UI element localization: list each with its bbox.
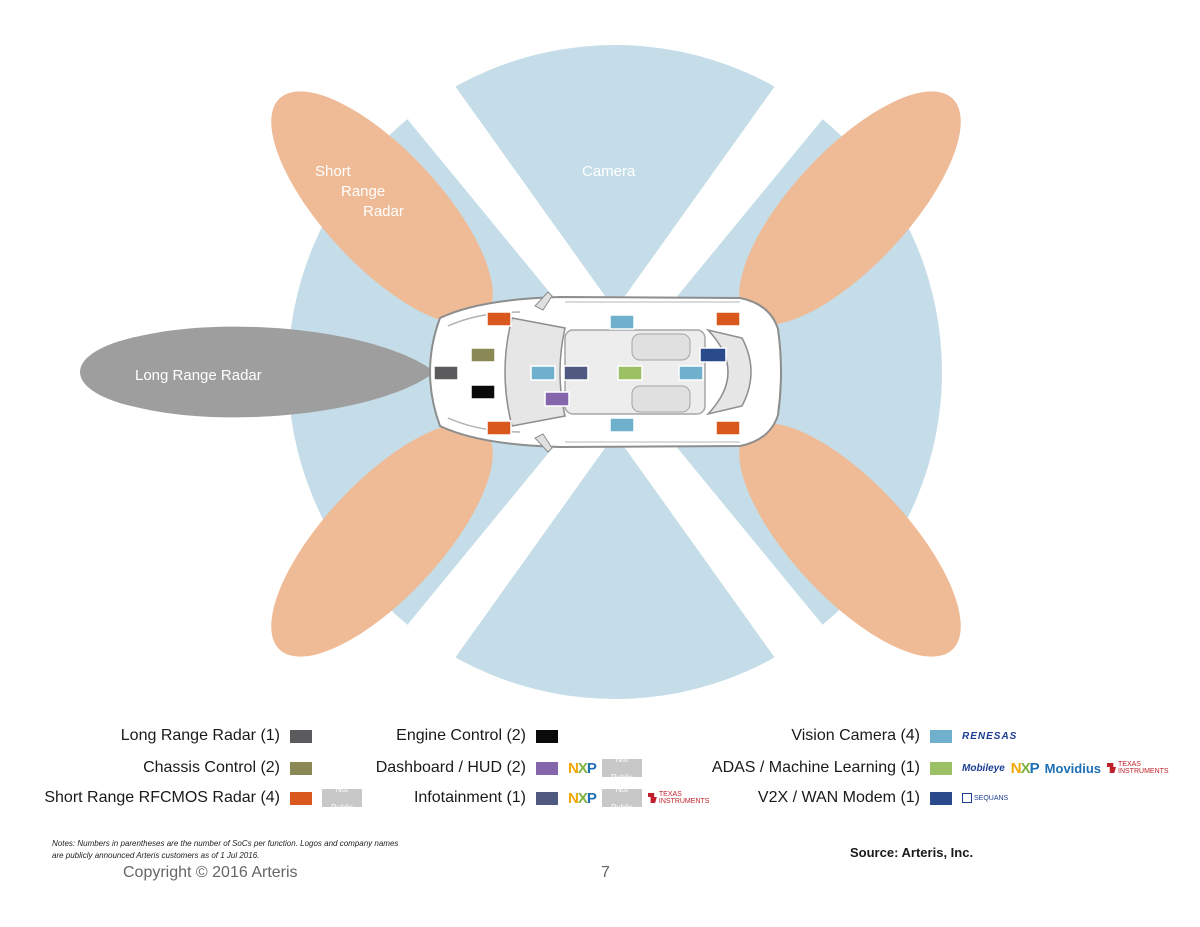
legend-item-chassis-control: Chassis Control (2) [20,757,312,779]
marker-adas [617,365,643,381]
legend-item-adas: ADAS / Machine Learning (1) Mobileye NXP… [660,757,1169,779]
car-hood-line-top [447,311,521,327]
mobileye-logo: Mobileye [962,762,1005,774]
ti-logo: TexasInstruments [1107,761,1169,775]
legend-swatch [536,761,558,775]
short-radar-zones [271,91,961,657]
legend-swatch [290,791,312,805]
ti-logo: TexasInstruments [647,791,709,805]
copyright: Copyright © 2016 Arteris [123,864,298,881]
short-radar-lobe-front-left [271,91,493,325]
camera-zone-label: Camera [582,163,636,180]
car [429,291,782,453]
marker-short-radar-front-left [486,311,512,327]
short-radar-lobe-rear-left [739,91,961,325]
footnote: Notes: Numbers in parentheses are the nu… [52,839,399,860]
legend-item-vision-camera: Vision Camera (4) RENESAS [660,725,1017,747]
legend-swatch [536,791,558,805]
legend-label: ADAS / Machine Learning (1) [711,759,920,776]
car-hood-line-bottom [447,417,521,433]
sequans-logo: SEQUANS [962,793,1008,803]
legend-swatch [930,729,952,743]
marker-long-range-radar [433,365,459,381]
long-radar-zone-label: Long Range Radar [135,367,262,384]
short-radar-lobe-rear-right [739,423,961,657]
page-number: 7 [601,864,610,881]
legend-swatch [536,729,558,743]
legend-label: V2X / WAN Modem (1) [757,789,920,806]
legend-label: Long Range Radar (1) [120,727,280,744]
legend-swatch [930,791,952,805]
legend-item-v2x: V2X / WAN Modem (1) SEQUANS [660,787,1008,809]
sequans-icon [962,793,972,803]
short-radar-zone-label-3: Radar [363,203,404,220]
short-radar-lobe-front-right [271,423,493,657]
movidius-logo: Movidius [1044,760,1102,776]
marker-v2x [699,347,727,363]
marker-vision-camera-3 [609,417,635,433]
long-radar-zone [80,326,435,418]
short-radar-zone-label-2: Range [341,183,385,200]
nxp-logo: NXP [568,759,597,777]
marker-vision-camera-1 [530,365,556,381]
legend-item-engine-control: Engine Control (2) [330,725,558,747]
sensor-coverage-diagram: Camera Short Range Radar Long Range Rada… [80,45,961,699]
marker-short-radar-rear-right [715,420,741,436]
legend-label: Infotainment (1) [413,789,526,806]
car-mirror-left [534,291,553,311]
marker-infotainment [563,365,589,381]
source-credit: Source: Arteris, Inc. [850,845,974,860]
legend-label: Chassis Control (2) [143,759,280,776]
legend-swatch [930,761,952,775]
car-sunroof-front [631,333,691,361]
legend-swatch [290,761,312,775]
short-radar-zone-label-1: Short [315,163,352,180]
marker-dashboard-hud [544,391,570,407]
legend-label: Vision Camera (4) [791,727,920,744]
ti-icon [1107,763,1117,773]
car-sunroof-rear [631,385,691,413]
legend-label: Dashboard / HUD (2) [375,759,526,776]
marker-engine-control [470,384,496,400]
renesas-logo: RENESAS [962,730,1018,742]
marker-short-radar-rear-left [715,311,741,327]
marker-chassis-control [470,347,496,363]
legend-label: Engine Control (2) [396,727,526,744]
legend-swatch [290,729,312,743]
car-mirror-right [534,433,553,453]
legend-label: Short Range RFCMOS Radar (4) [44,789,280,806]
nxp-logo: NXP [568,789,597,807]
ti-icon [647,793,657,803]
marker-vision-camera-2 [609,314,635,330]
soc-markers [433,311,741,436]
nxp-logo: NXP [1010,759,1040,777]
marker-short-radar-front-right [486,420,512,436]
legend-item-long-range-radar: Long Range Radar (1) [20,725,312,747]
marker-vision-camera-4 [678,365,704,381]
